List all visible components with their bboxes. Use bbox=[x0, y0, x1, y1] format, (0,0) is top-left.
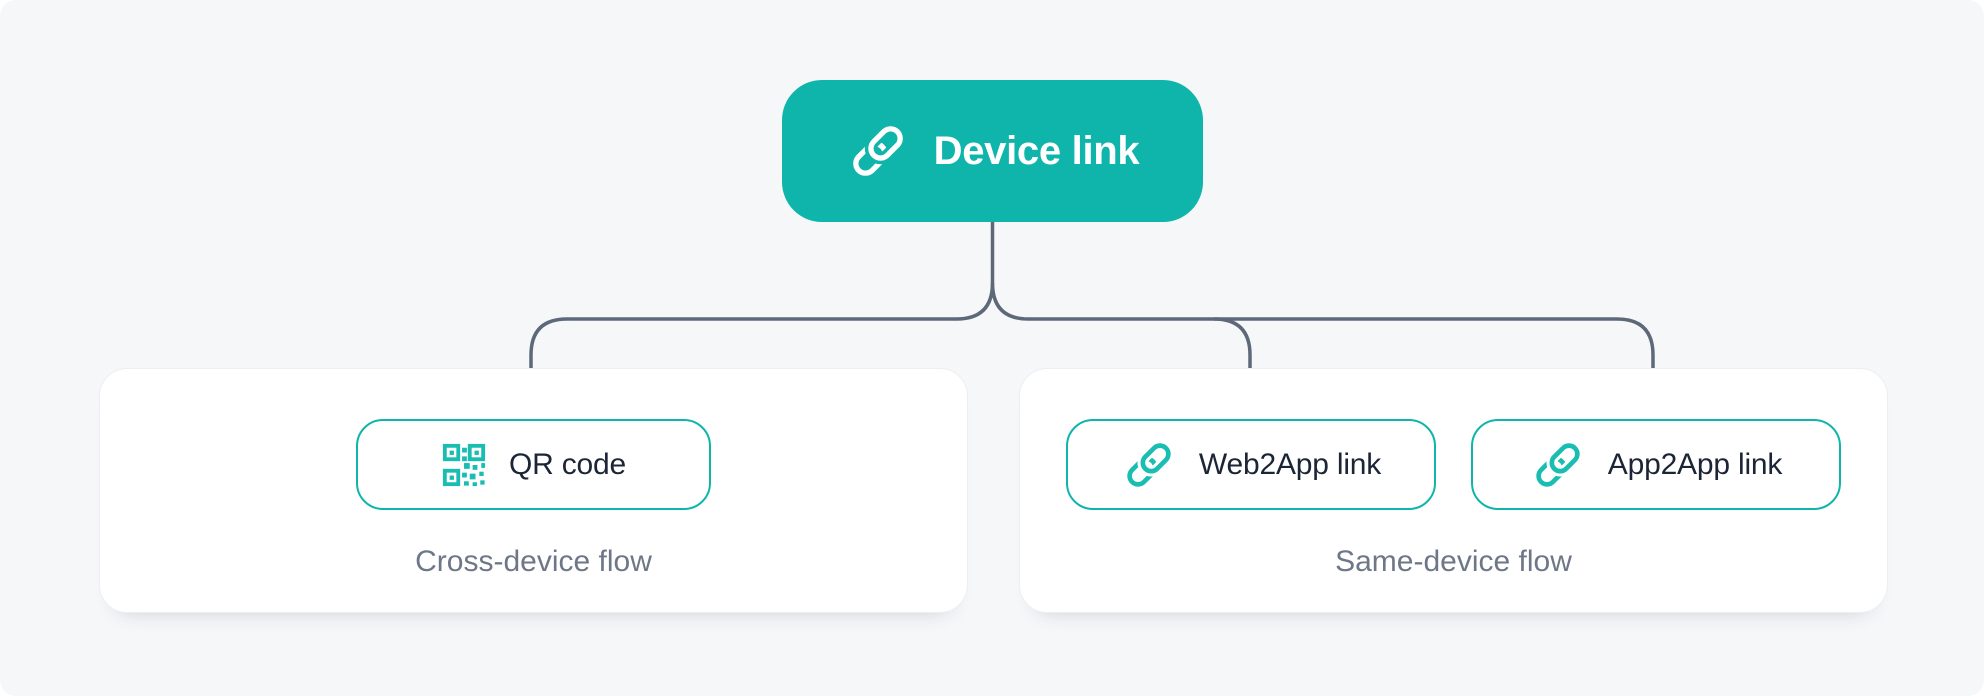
pill-label: QR code bbox=[509, 447, 626, 481]
link-icon bbox=[852, 122, 906, 176]
node-label: Device link bbox=[933, 128, 1140, 173]
pill-row: QR code bbox=[356, 419, 711, 510]
pill-label: App2App link bbox=[1607, 447, 1783, 481]
group-caption-same-device: Same-device flow bbox=[1335, 545, 1572, 578]
node-app2app-link[interactable]: App2App link bbox=[1471, 419, 1841, 510]
pill-label: Web2App link bbox=[1198, 447, 1382, 481]
node-qr-code[interactable]: QR code bbox=[356, 419, 711, 510]
pill-row: Web2App link App2App link bbox=[1066, 419, 1841, 510]
group-cross-device: QR code Cross-device flow bbox=[99, 368, 968, 613]
qr-code-icon bbox=[442, 443, 486, 486]
group-same-device: Web2App link App2App link Same-device fl… bbox=[1019, 368, 1888, 613]
node-web2app-link[interactable]: Web2App link bbox=[1066, 419, 1436, 510]
group-caption-cross-device: Cross-device flow bbox=[415, 545, 652, 578]
link-icon bbox=[1127, 439, 1174, 487]
node-device-link[interactable]: Device link bbox=[782, 80, 1203, 222]
link-icon bbox=[1536, 439, 1583, 487]
